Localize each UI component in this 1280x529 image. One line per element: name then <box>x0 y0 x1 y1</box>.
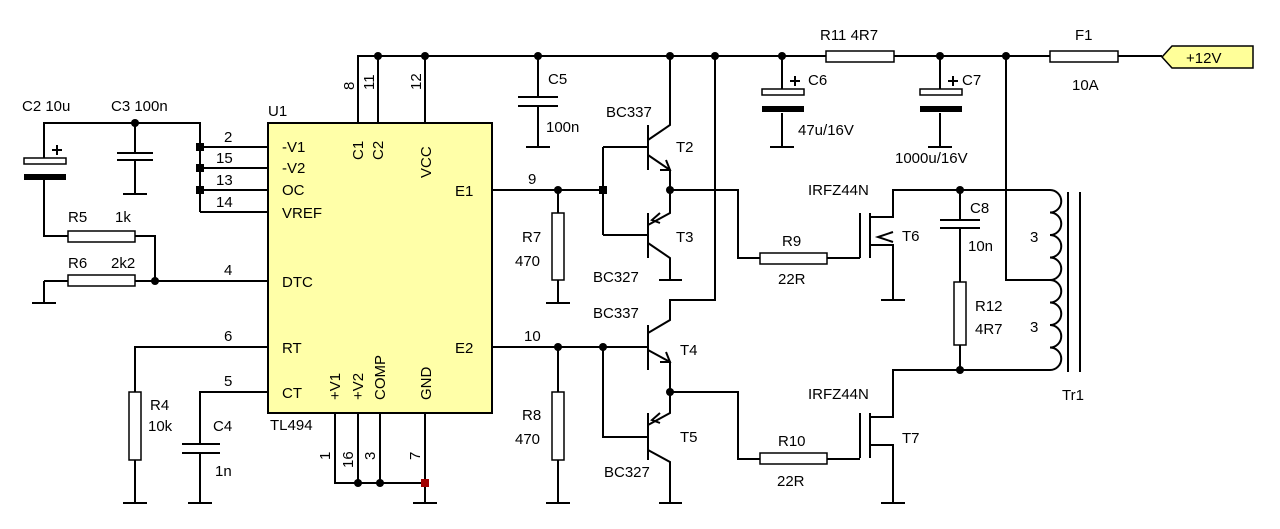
label-t5: T5 <box>680 429 698 446</box>
pin-number: 2 <box>224 129 232 146</box>
pin-number: 13 <box>216 172 233 189</box>
pin-label: -V1 <box>282 139 305 156</box>
value-r8: 470 <box>515 431 540 448</box>
pin-number: 15 <box>216 150 233 167</box>
value-c4: 1n <box>215 463 232 480</box>
label-c3: C3 100n <box>111 98 168 115</box>
value-c6: 47u/16V <box>798 122 854 139</box>
label-c6: C6 <box>808 72 827 89</box>
label-t6: T6 <box>902 228 920 245</box>
component-labels: C2 10u C3 100n R5 1k R6 2k2 R4 10k C4 1n… <box>22 27 1099 490</box>
label-t3: T3 <box>676 229 694 246</box>
value-r4: 10k <box>148 418 173 435</box>
u1-ref: U1 <box>268 103 287 120</box>
value-r10: 22R <box>777 473 805 490</box>
u1-part: TL494 <box>270 417 313 434</box>
label-r7: R7 <box>522 229 541 246</box>
pin-number: 1 <box>317 452 334 460</box>
junctions <box>131 52 1010 487</box>
label-tr1: Tr1 <box>1062 387 1084 404</box>
label-f1: F1 <box>1075 27 1093 44</box>
pin-number: 16 <box>340 451 357 468</box>
pin-number: 9 <box>528 171 536 188</box>
pin-number: 11 <box>361 74 378 90</box>
value-r7: 470 <box>515 253 540 270</box>
pin-numbers: 2 15 13 14 4 6 5 9 10 8 11 12 1 16 3 7 <box>216 73 541 468</box>
winding-turns: 3 <box>1030 229 1038 246</box>
value-c5: 100n <box>546 119 579 136</box>
value-c8: 10n <box>968 238 993 255</box>
pin-label: C1 <box>350 141 367 160</box>
pin-label: VCC <box>418 146 435 178</box>
label-t4: T4 <box>680 342 698 359</box>
pin-number: 10 <box>524 328 541 345</box>
value-r9: 22R <box>778 271 806 288</box>
pin-label: DTC <box>282 274 313 291</box>
label-r9: R9 <box>782 233 801 250</box>
label-r4: R4 <box>150 397 169 414</box>
u1-chip <box>267 122 493 414</box>
pin-number: 6 <box>224 328 232 345</box>
electrolytic-plates <box>23 88 963 180</box>
label-c7: C7 <box>962 72 981 89</box>
part-t5: BC327 <box>604 464 650 481</box>
label-c8: C8 <box>970 200 989 217</box>
value-f1: 10A <box>1072 77 1099 94</box>
part-t2: BC337 <box>606 104 652 121</box>
pin-number: 8 <box>341 82 358 90</box>
label-c4: C4 <box>213 418 232 435</box>
pin-number: 5 <box>224 373 232 390</box>
value-c7: 1000u/16V <box>895 150 968 167</box>
part-t7: IRFZ44N <box>808 386 869 403</box>
pin-number: 7 <box>407 452 424 460</box>
pin-label: E2 <box>455 340 473 357</box>
label-r11: R11 4R7 <box>820 27 878 44</box>
pin-label: OC <box>282 182 305 199</box>
value-r6: 2k2 <box>111 255 135 272</box>
label-t2: T2 <box>676 139 694 156</box>
supply-label: +12V <box>1186 50 1221 67</box>
value-r5: 1k <box>115 209 131 226</box>
label-t7: T7 <box>902 430 920 447</box>
u1-labels: U1 TL494 -V1 -V2 OC VREF DTC RT CT E1 E2… <box>268 103 473 434</box>
label-r10: R10 <box>778 433 806 450</box>
pin-label: +V1 <box>327 373 344 400</box>
label-c2: C2 10u <box>22 98 70 115</box>
part-t3: BC327 <box>593 269 639 286</box>
pin-label: COMP <box>372 355 389 400</box>
pin-label: -V2 <box>282 160 305 177</box>
label-r5: R5 <box>68 209 87 226</box>
winding-turns: 3 <box>1030 319 1038 336</box>
pin-number: 12 <box>408 73 425 90</box>
value-r12: 4R7 <box>975 321 1003 338</box>
pin-label: VREF <box>282 205 322 222</box>
pin-label: +V2 <box>350 373 367 400</box>
pin-label: RT <box>282 340 302 357</box>
pin-label: C2 <box>370 141 387 160</box>
label-r12: R12 <box>975 298 1003 315</box>
supply-port[interactable]: +12V <box>1160 45 1254 69</box>
resistors <box>67 50 1119 465</box>
pin-label: GND <box>418 367 435 401</box>
pin-label: CT <box>282 385 302 402</box>
label-c5: C5 <box>548 71 567 88</box>
part-t4: BC337 <box>593 305 639 322</box>
pin-number: 14 <box>216 194 233 211</box>
pin-label: E1 <box>455 183 473 200</box>
part-t6: IRFZ44N <box>808 182 869 199</box>
label-r6: R6 <box>68 255 87 272</box>
label-r8: R8 <box>522 407 541 424</box>
pin-number: 3 <box>362 452 379 460</box>
pin-number: 4 <box>224 262 232 279</box>
